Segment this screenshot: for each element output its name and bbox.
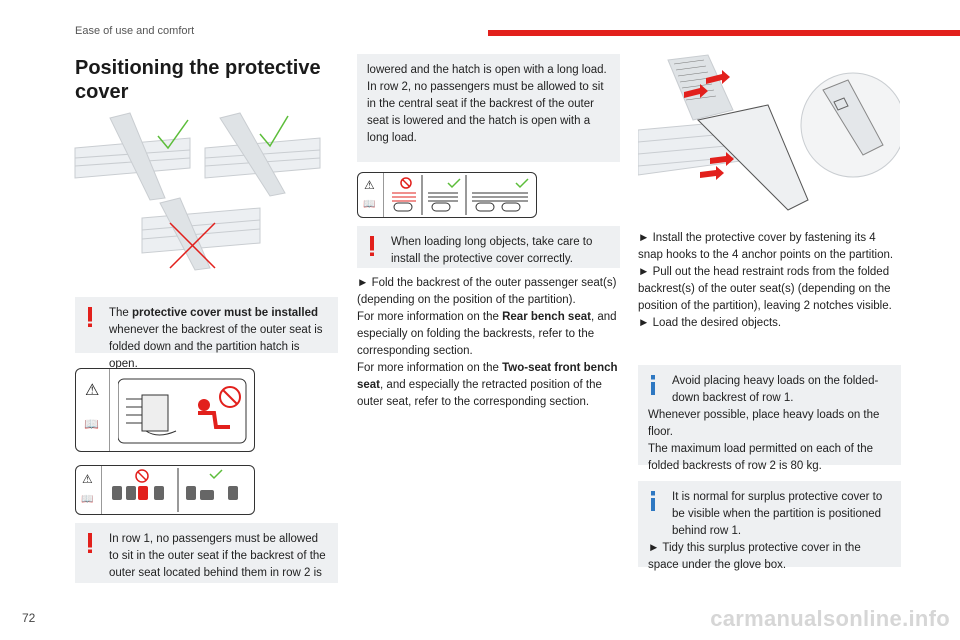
manual-book-icon: 📖 (81, 494, 94, 505)
safety-pictogram: ⚠ 📖 (357, 172, 537, 218)
warning-triangle-icon: ⚠ (85, 382, 100, 399)
watermark: carmanualsonline.info (710, 606, 950, 631)
pictogram-art (112, 468, 238, 512)
warning-mark-icon (88, 307, 92, 327)
info-mark-icon (651, 491, 655, 511)
info-note: It is normal for surplus protective cove… (638, 481, 901, 571)
protective-cover-installation-illustration (638, 54, 900, 211)
prohibited-icon (219, 386, 241, 408)
title-line-2: cover (75, 81, 129, 103)
warning-mark-icon (88, 533, 92, 553)
title-line-1: Positioning the protective (75, 57, 321, 79)
warning-note: The protective cover must be installed w… (75, 297, 338, 370)
page-title: Positioning the protective cover (75, 56, 345, 104)
safety-pictogram: ⚠ 📖 (75, 368, 255, 452)
warning-note: When loading long objects, take care to … (357, 226, 620, 268)
page-number: 72 (22, 611, 36, 625)
green-check-icon (259, 115, 289, 148)
warning-triangle-icon: ⚠ (82, 472, 93, 486)
prohibited-icon (135, 469, 149, 483)
safety-pictogram: ⚠ 📖 (75, 465, 255, 515)
header-accent-bar (488, 30, 960, 36)
info-note: Avoid placing heavy loads on the folded-… (638, 365, 901, 472)
pictogram-art (392, 175, 529, 215)
manual-book-icon: 📖 (363, 199, 376, 210)
instructions-text: ► Fold the backrest of the outer passeng… (357, 277, 618, 408)
warning-triangle-icon: ⚠ (364, 178, 375, 192)
section-header: Ease of use and comfort (75, 25, 195, 37)
prohibited-icon (400, 177, 412, 189)
pictogram-art (118, 378, 247, 444)
seat-positions-illustration (74, 112, 321, 271)
warning-note: In row 1, no passengers must be allowed … (75, 523, 338, 583)
red-cross-icon (169, 222, 216, 269)
info-mark-icon (651, 375, 655, 395)
manual-book-icon: 📖 (84, 417, 99, 431)
warning-mark-icon (370, 236, 374, 256)
green-check-icon (515, 178, 529, 189)
green-check-icon (209, 469, 223, 480)
green-check-icon (157, 119, 189, 150)
installation-steps: ► Install the protective cover by fasten… (638, 232, 894, 329)
green-check-icon (447, 178, 461, 189)
warning-note-continued: lowered and the hatch is open with a lon… (357, 54, 620, 162)
